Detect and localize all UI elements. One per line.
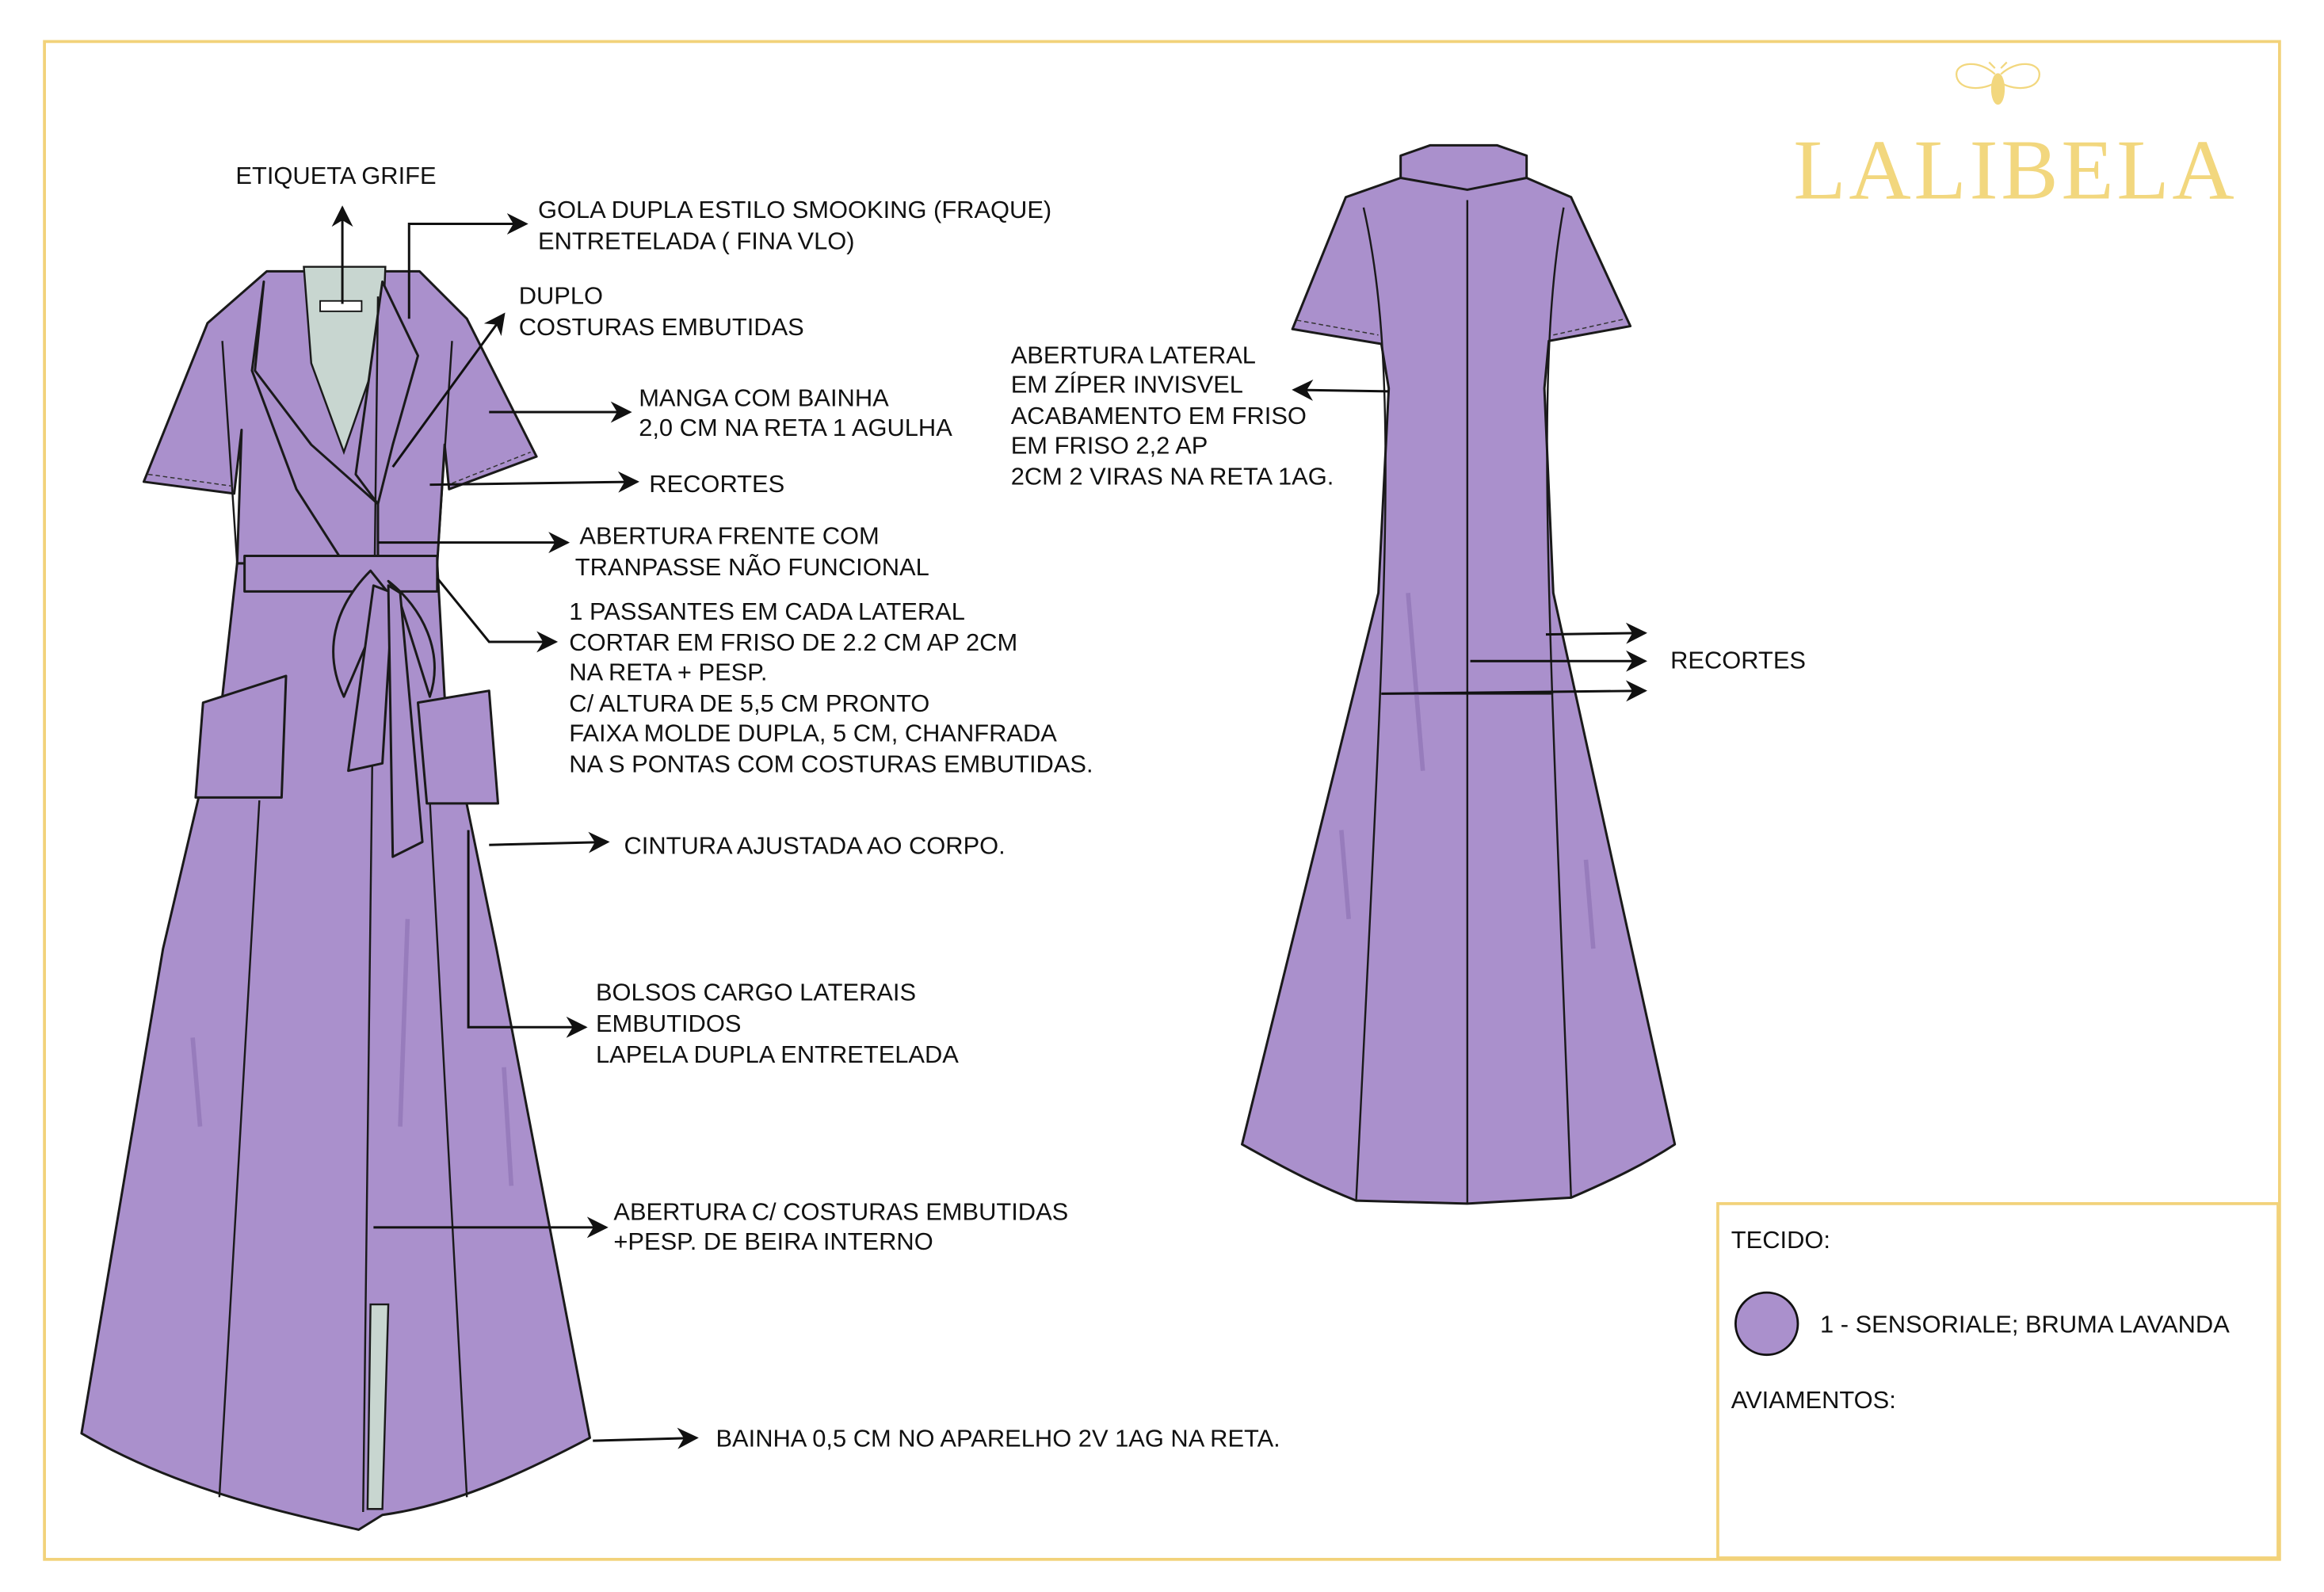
annotation-abertura-lateral: ABERTURA LATERAL (1011, 341, 1256, 368)
back-dress-sketch (1241, 143, 1677, 1205)
annotation-passantes: NA S PONTAS COM COSTURAS EMBUTIDAS. (569, 750, 1093, 778)
annotation-abertura-costuras: +PESP. DE BEIRA INTERNO (613, 1227, 933, 1255)
annotation-manga: MANGA COM BAINHA (639, 384, 889, 412)
annotation-abertura-lateral: EM FRISO 2,2 AP (1011, 431, 1208, 459)
annotation-bolsos: BOLSOS CARGO LATERAIS (596, 979, 916, 1006)
brand-logo: LALIBELA (1793, 61, 2237, 218)
back-annotations: ABERTURA LATERAL EM ZÍPER INVISVEL ACABA… (1011, 341, 1806, 674)
annotation-duplo: COSTURAS EMBUTIDAS (519, 313, 804, 341)
label-tag (319, 300, 363, 312)
front-dress-sketch (80, 265, 591, 1531)
annotation-bainha: BAINHA 0,5 CM NO APARELHO 2V 1AG NA RETA… (716, 1425, 1280, 1453)
annotation-gola: GOLA DUPLA ESTILO SMOOKING (FRAQUE) (538, 196, 1051, 223)
annotation-abertura-lateral: ACABAMENTO EM FRISO (1011, 402, 1307, 429)
bee-icon (1955, 61, 2040, 105)
annotation-passantes: C/ ALTURA DE 5,5 CM PRONTO (569, 689, 929, 717)
annotation-etiqueta: ETIQUETA GRIFE (235, 162, 436, 189)
annotation-abertura-frente: TRANPASSE NÃO FUNCIONAL (575, 553, 929, 581)
brand-name: LALIBELA (1793, 123, 2237, 218)
annotation-recortes: RECORTES (649, 470, 784, 498)
annotation-abertura-costuras: ABERTURA C/ COSTURAS EMBUTIDAS (613, 1197, 1068, 1225)
annotation-abertura-frente: ABERTURA FRENTE COM (579, 522, 879, 550)
annotation-passantes: CORTAR EM FRISO DE 2.2 CM AP 2CM (569, 628, 1017, 656)
annotation-passantes: NA RETA + PESP. (569, 659, 767, 686)
annotation-passantes: FAIXA MOLDE DUPLA, 5 CM, CHANFRADA (569, 719, 1057, 746)
annotation-abertura-lateral: EM ZÍPER INVISVEL (1011, 371, 1243, 399)
aviamentos-label: AVIAMENTOS: (1731, 1386, 1896, 1414)
annotation-manga: 2,0 CM NA RETA 1 AGULHA (639, 414, 952, 441)
annotation-cintura: CINTURA AJUSTADA AO CORPO. (624, 831, 1005, 859)
annotation-arrows (331, 205, 1647, 1449)
front-annotations: ETIQUETA GRIFE GOLA DUPLA ESTILO SMOOKIN… (235, 162, 1280, 1453)
fabric-name: 1 - SENSORIALE; BRUMA LAVANDA (1820, 1311, 2230, 1338)
annotation-abertura-lateral: 2CM 2 VIRAS NA RETA 1AG. (1011, 463, 1334, 491)
tecido-label: TECIDO: (1731, 1226, 1830, 1254)
fabric-swatch (1734, 1291, 1799, 1357)
annotation-recortes-back: RECORTES (1670, 647, 1806, 674)
materials-box: TECIDO: 1 - SENSORIALE; BRUMA LAVANDA AV… (1716, 1202, 2280, 1560)
page-frame (43, 40, 2281, 1561)
annotation-bolsos: LAPELA DUPLA ENTRETELADA (596, 1040, 959, 1068)
annotation-bolsos: EMBUTIDOS (596, 1010, 741, 1037)
annotation-duplo: DUPLO (519, 281, 603, 309)
annotation-passantes: 1 PASSANTES EM CADA LATERAL (569, 597, 965, 625)
annotation-gola: ENTRETELADA ( FINA VLO) (538, 227, 855, 254)
